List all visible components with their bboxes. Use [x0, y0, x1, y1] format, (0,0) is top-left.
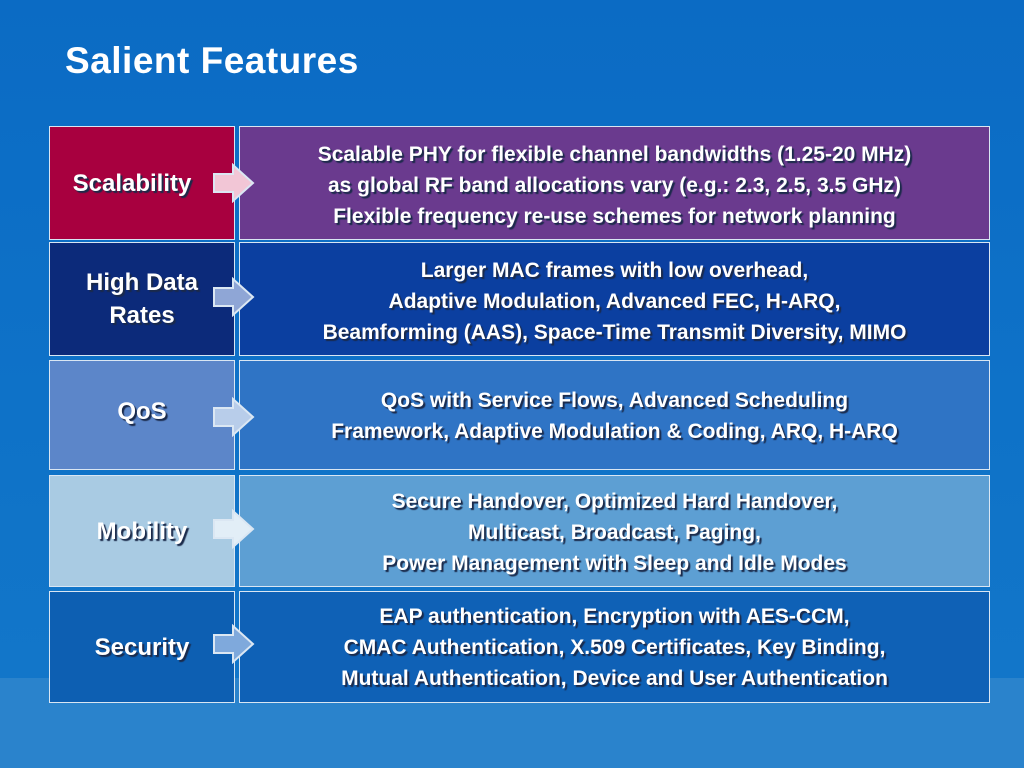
feature-label-qos: QoS [49, 360, 235, 470]
right-arrow-icon [213, 397, 255, 437]
feature-description-text: Scalable PHY for flexible channel bandwi… [317, 143, 912, 228]
feature-description-text: Larger MAC frames with low overhead, Ada… [322, 259, 907, 344]
feature-description-qos: QoS with Service Flows, Advanced Schedul… [239, 360, 990, 470]
feature-label-security: Security [49, 591, 235, 703]
feature-label-text: QoS [117, 397, 167, 425]
feature-description-text: Secure Handover, Optimized Hard Handover… [382, 490, 847, 575]
feature-description-mobility: Secure Handover, Optimized Hard Handover… [239, 475, 990, 587]
feature-label-text: Security [94, 633, 190, 661]
feature-label-high-data-rates: High Data Rates [49, 242, 235, 356]
feature-description-text: EAP authentication, Encryption with AES-… [341, 605, 888, 690]
feature-label-scalability: Scalability [49, 126, 235, 240]
feature-description-scalability: Scalable PHY for flexible channel bandwi… [239, 126, 990, 240]
feature-description-security: EAP authentication, Encryption with AES-… [239, 591, 990, 703]
right-arrow-icon [213, 509, 255, 549]
slide-title: Salient Features [65, 40, 359, 81]
feature-label-text: Scalability [72, 169, 192, 197]
feature-description-text: QoS with Service Flows, Advanced Schedul… [331, 389, 898, 443]
feature-label-mobility: Mobility [49, 475, 235, 587]
feature-label-text: High Data Rates [85, 269, 198, 329]
feature-description-high-data-rates: Larger MAC frames with low overhead, Ada… [239, 242, 990, 356]
feature-label-text: Mobility [96, 517, 188, 545]
right-arrow-icon [213, 163, 255, 203]
right-arrow-icon [213, 624, 255, 664]
right-arrow-icon [213, 277, 255, 317]
